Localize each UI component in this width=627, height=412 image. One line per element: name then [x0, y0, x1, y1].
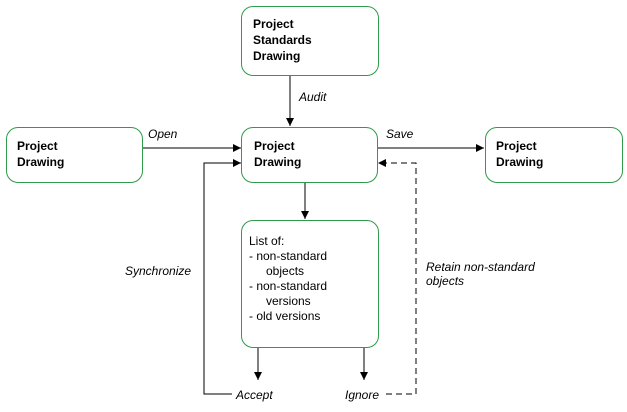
project-drawing-right-title: Project Drawing	[496, 139, 544, 169]
list-item: - non-standard	[249, 279, 328, 293]
audit-label: Audit	[299, 90, 327, 104]
list-content: List of: - non-standard objects - non-st…	[249, 234, 327, 324]
list-item: versions	[266, 294, 311, 308]
project-drawing-right-box: Project Drawing	[485, 127, 623, 183]
project-drawing-center-box: Project Drawing	[241, 127, 378, 183]
save-label: Save	[386, 127, 414, 141]
retain-loop	[378, 159, 417, 395]
project-drawing-left-title: Project Drawing	[17, 139, 65, 169]
open-label: Open	[148, 127, 178, 141]
list-item: objects	[266, 264, 305, 278]
ignore-label: Ignore	[345, 388, 380, 402]
list-heading: List of:	[249, 234, 285, 248]
project-drawing-left-box: Project Drawing	[6, 127, 143, 183]
list-box: List of: - non-standard objects - non-st…	[241, 220, 379, 348]
accept-label: Accept	[236, 388, 273, 402]
retain-label: Retain non-standard objects	[426, 260, 535, 288]
project-standards-drawing-title: Project Standards Drawing	[253, 17, 312, 63]
list-item: - old versions	[249, 309, 321, 323]
project-drawing-center-title: Project Drawing	[254, 139, 302, 169]
synchronize-loop	[203, 159, 241, 395]
list-item: - non-standard	[249, 249, 328, 263]
synchronize-label: Synchronize	[125, 264, 192, 278]
project-standards-drawing-box: Project Standards Drawing	[241, 6, 379, 76]
